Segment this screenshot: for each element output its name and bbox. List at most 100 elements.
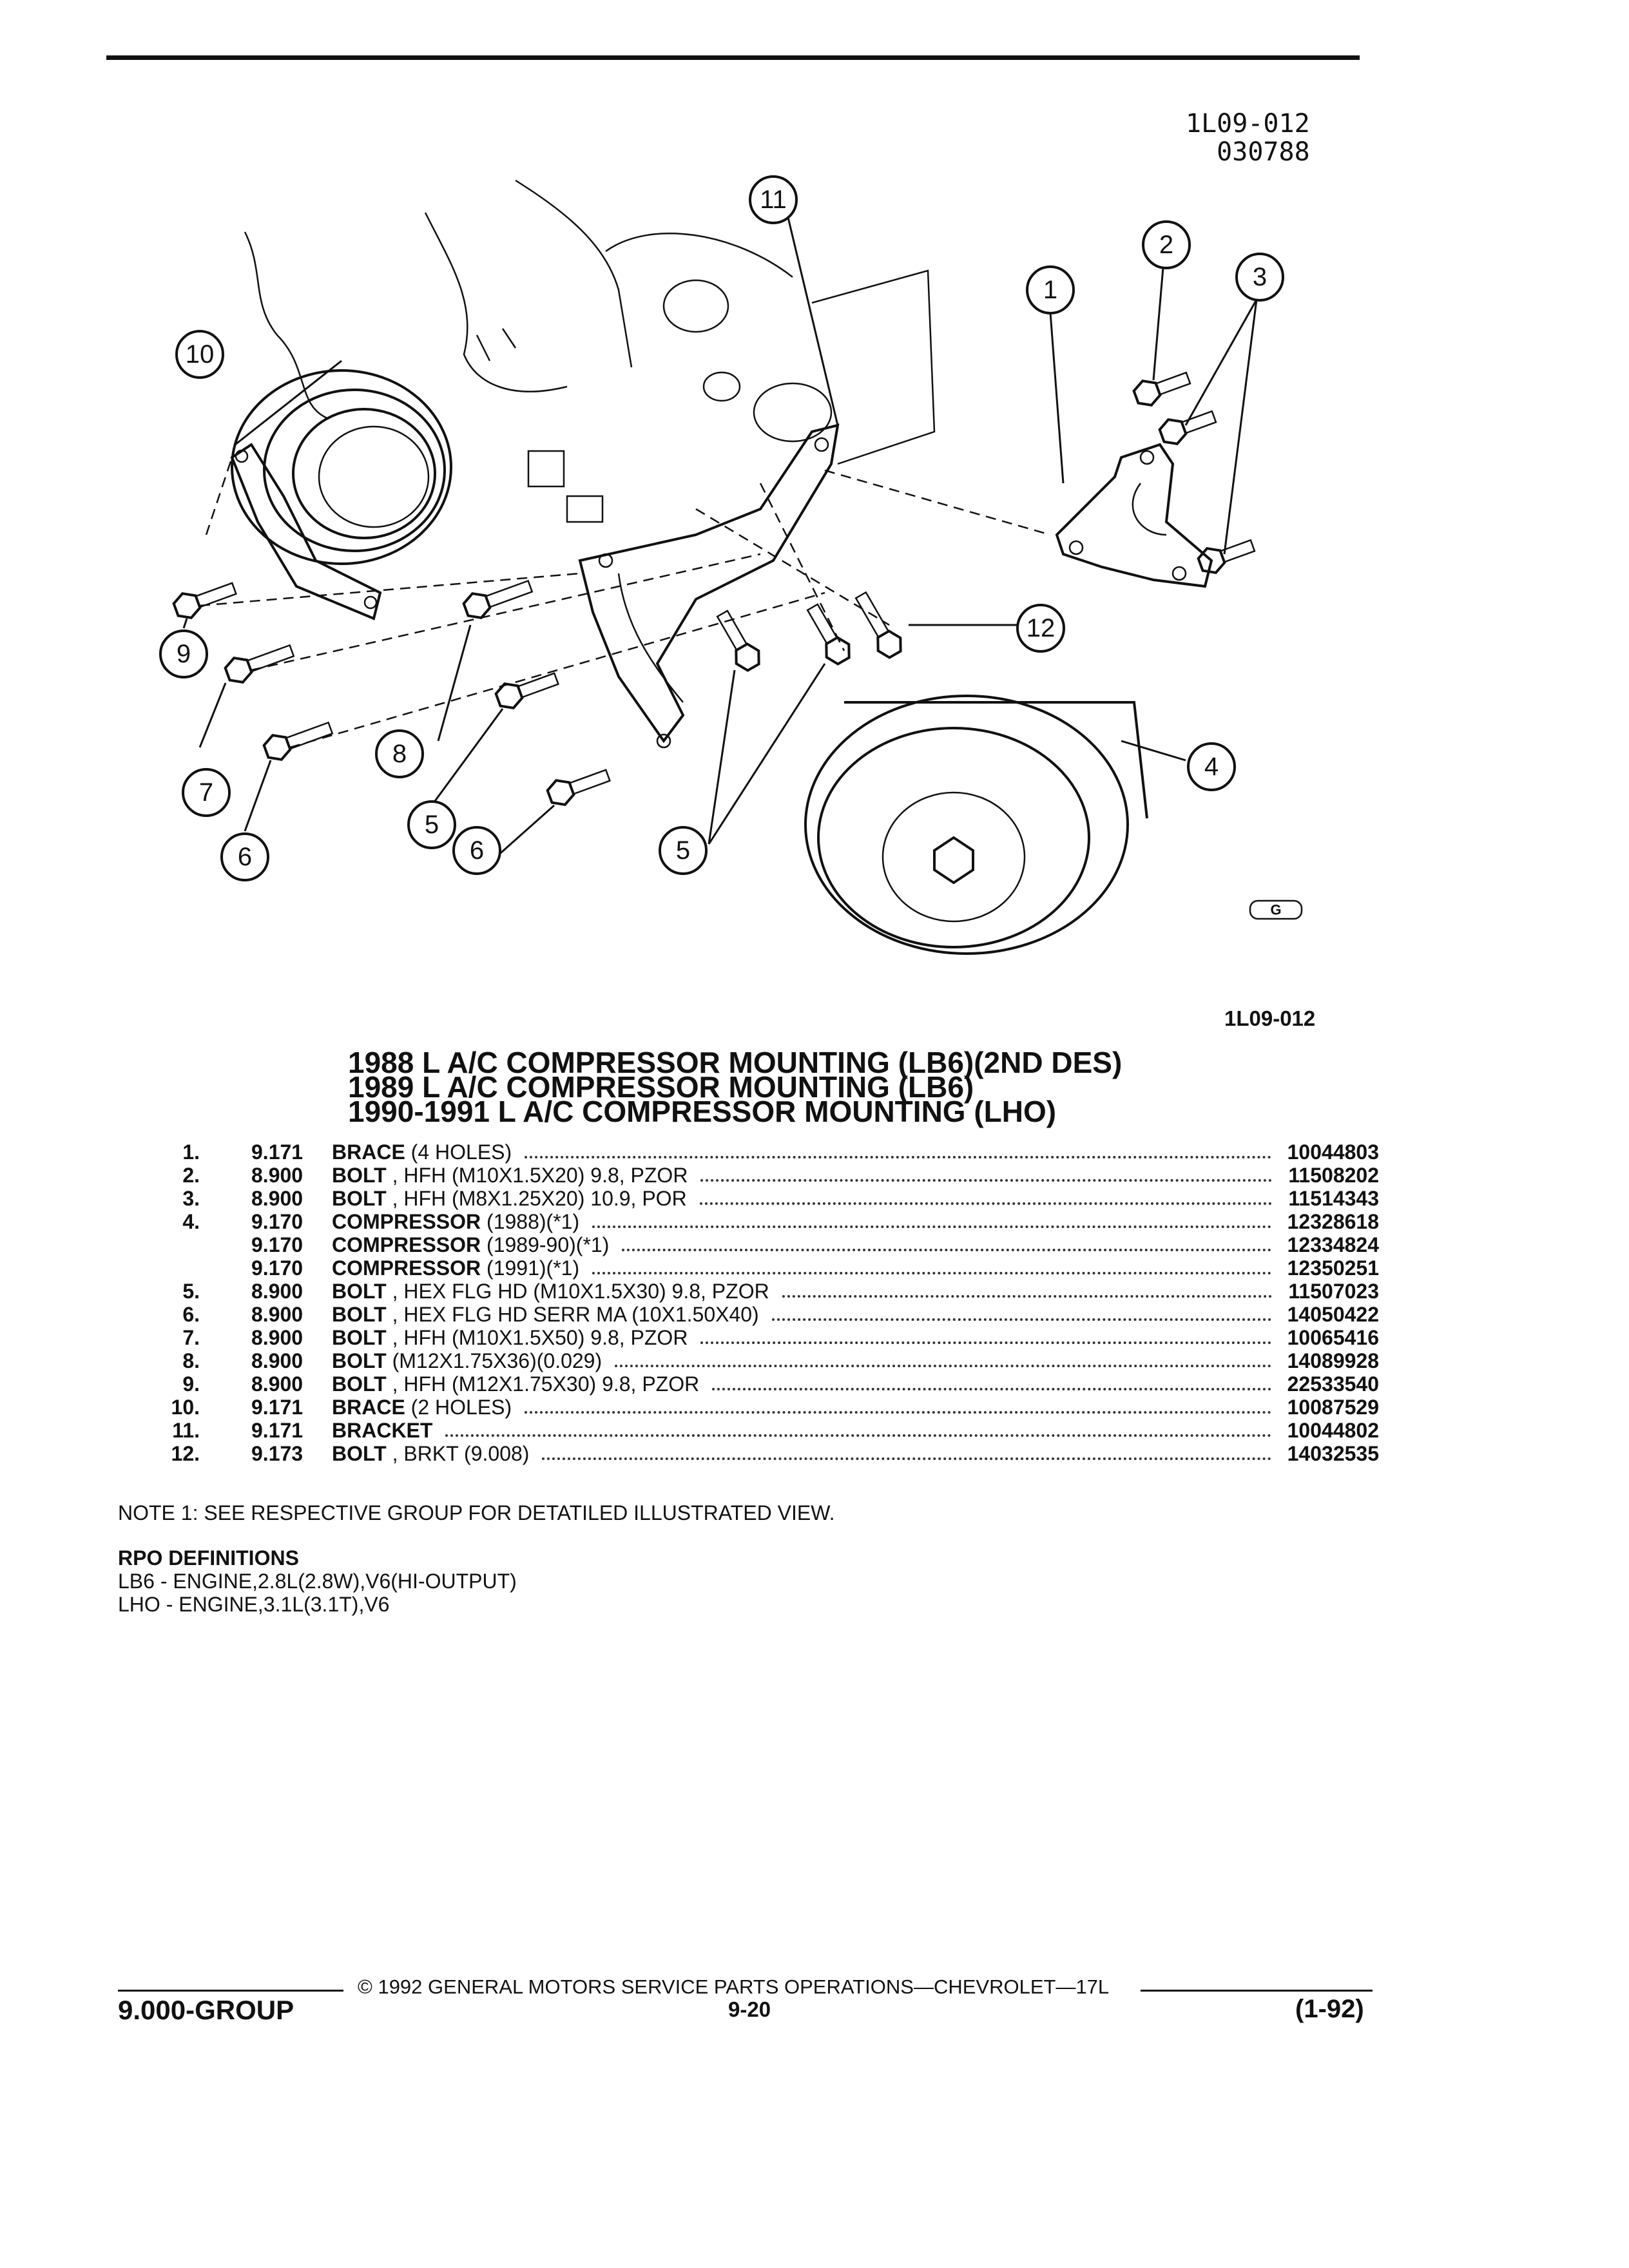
dot-leader	[592, 1225, 1271, 1228]
dot-leader	[700, 1179, 1272, 1182]
engine-block-drawing	[244, 179, 936, 523]
part-description: COMPRESSOR (1991)(*1)	[332, 1256, 579, 1280]
svg-text:12: 12	[1027, 614, 1055, 642]
part-number: 14089928	[1287, 1349, 1379, 1372]
part-number: 10044802	[1287, 1419, 1379, 1442]
svg-text:6: 6	[238, 843, 252, 871]
title-line-3: 1990-1991 L A/C COMPRESSOR MOUNTING (LHO…	[348, 1095, 1057, 1128]
rpo-line-lb6: LB6 - ENGINE,2.8L(2.8W),V6(HI-OUTPUT)	[118, 1570, 517, 1593]
callout-8: 8	[375, 729, 424, 778]
group-number: 9.171	[251, 1140, 304, 1164]
group-number: 9.170	[251, 1210, 304, 1233]
item-number: 3.	[182, 1187, 200, 1210]
bracket-drawing	[578, 423, 840, 749]
item-number: 7.	[182, 1326, 200, 1349]
callout-5a: 5	[407, 800, 456, 849]
svg-text:7: 7	[199, 778, 213, 807]
parts-row: 5. 8.900 BOLT , HEX FLG HD (M10X1.5X30) 9.…	[155, 1280, 1379, 1303]
item-number: 1.	[182, 1140, 200, 1164]
part-description: BOLT , HEX FLG HD (M10X1.5X30) 9.8, PZOR	[332, 1280, 769, 1303]
dot-leader	[700, 1202, 1272, 1205]
svg-text:5: 5	[676, 836, 690, 865]
callout-9: 9	[159, 629, 208, 678]
dot-leader	[700, 1341, 1271, 1344]
group-number: 9.173	[251, 1442, 304, 1465]
part-description: BRACKET	[332, 1419, 432, 1442]
part-number: 22533540	[1287, 1372, 1379, 1396]
dot-leader	[525, 1411, 1271, 1414]
part-description: BOLT , BRKT (9.008)	[332, 1442, 529, 1465]
part-spec: , HFH (M12X1.75X30) 9.8, PZOR	[392, 1372, 700, 1396]
part-description: BRACE (2 HOLES)	[332, 1396, 512, 1419]
figure-code: 1L09-012	[1224, 1006, 1316, 1030]
footnote: NOTE 1: SEE RESPECTIVE GROUP FOR DETATIL…	[118, 1501, 835, 1524]
callout-10: 10	[175, 330, 224, 379]
group-number: 8.900	[251, 1164, 304, 1187]
part-number: 11514343	[1288, 1187, 1379, 1210]
part-number: 14050422	[1287, 1303, 1379, 1326]
part-description: BOLT , HFH (M8X1.25X20) 10.9, POR	[332, 1187, 687, 1210]
part-name: BOLT	[332, 1442, 387, 1465]
part-name: BOLT	[332, 1349, 387, 1372]
gm-g-logo: G	[1249, 899, 1303, 920]
group-number: 8.900	[251, 1326, 304, 1349]
part-spec: , BRKT (9.008)	[392, 1442, 530, 1465]
item-number: 12.	[171, 1442, 200, 1465]
group-number: 8.900	[251, 1303, 304, 1326]
ref-code-line-2: 030788	[1217, 137, 1310, 167]
footer-rule-left	[118, 1990, 343, 1992]
part-name: COMPRESSOR	[332, 1210, 481, 1233]
group-number: 9.170	[251, 1256, 304, 1280]
rpo-definitions: RPO DEFINITIONS LB6 - ENGINE,2.8L(2.8W),…	[118, 1546, 517, 1616]
dot-leader	[622, 1249, 1271, 1251]
part-name: BRACE	[332, 1140, 405, 1164]
top-rule	[106, 55, 1360, 60]
callout-12: 12	[1016, 604, 1065, 653]
svg-text:6: 6	[470, 836, 484, 865]
assembly-lines	[199, 457, 1051, 749]
revision-date: (1-92)	[1295, 1995, 1364, 2023]
item-number: 9.	[182, 1372, 200, 1396]
title-line-1: 1988 L A/C COMPRESSOR MOUNTING (LB6)(2ND…	[348, 1046, 1123, 1079]
part-name: BOLT	[332, 1164, 387, 1187]
leader-lines	[182, 209, 1258, 858]
group-number: 9.171	[251, 1396, 304, 1419]
illustration-reference: 1L09-012 030788	[1186, 110, 1310, 166]
part-description: BOLT , HFH (M10X1.5X50) 9.8, PZOR	[332, 1326, 688, 1349]
svg-text:1: 1	[1043, 276, 1057, 304]
part-number: 10044803	[1287, 1140, 1379, 1164]
footer-rule-right	[1141, 1990, 1373, 1992]
brace-2-holes-drawing	[230, 443, 382, 620]
part-spec: (1988)(*1)	[487, 1210, 580, 1233]
callout-3: 3	[1235, 253, 1284, 302]
part-spec: (1989-90)(*1)	[487, 1233, 610, 1256]
copyright-line: © 1992 GENERAL MOTORS SERVICE PARTS OPER…	[358, 1975, 1110, 1998]
compressor-drawing	[804, 695, 1148, 955]
part-spec: (2 HOLES)	[410, 1396, 512, 1419]
callout-7: 7	[182, 768, 231, 817]
part-description: BOLT (M12X1.75X36)(0.029)	[332, 1349, 602, 1372]
item-number: 5.	[182, 1280, 200, 1303]
part-number: 12328618	[1287, 1210, 1379, 1233]
part-spec: (4 HOLES)	[410, 1140, 512, 1164]
group-number: 8.900	[251, 1280, 304, 1303]
part-name: COMPRESSOR	[332, 1256, 481, 1280]
svg-text:3: 3	[1253, 263, 1267, 291]
exploded-view-illustration: 1 2 3 4 5 5 6 6 7 8 9 10 11 12 G	[159, 175, 1303, 955]
page-number: 9-20	[728, 1997, 771, 2021]
svg-text:9: 9	[177, 640, 191, 668]
item-number: 11.	[172, 1419, 200, 1442]
part-number: 11507023	[1288, 1280, 1379, 1303]
dot-leader	[782, 1295, 1272, 1298]
item-number: 8.	[182, 1349, 200, 1372]
callout-4: 4	[1187, 742, 1236, 791]
bolts-drawing	[172, 371, 1256, 806]
callout-6b: 6	[452, 826, 501, 875]
part-name: BRACKET	[332, 1419, 433, 1442]
callout-5b: 5	[659, 826, 708, 875]
